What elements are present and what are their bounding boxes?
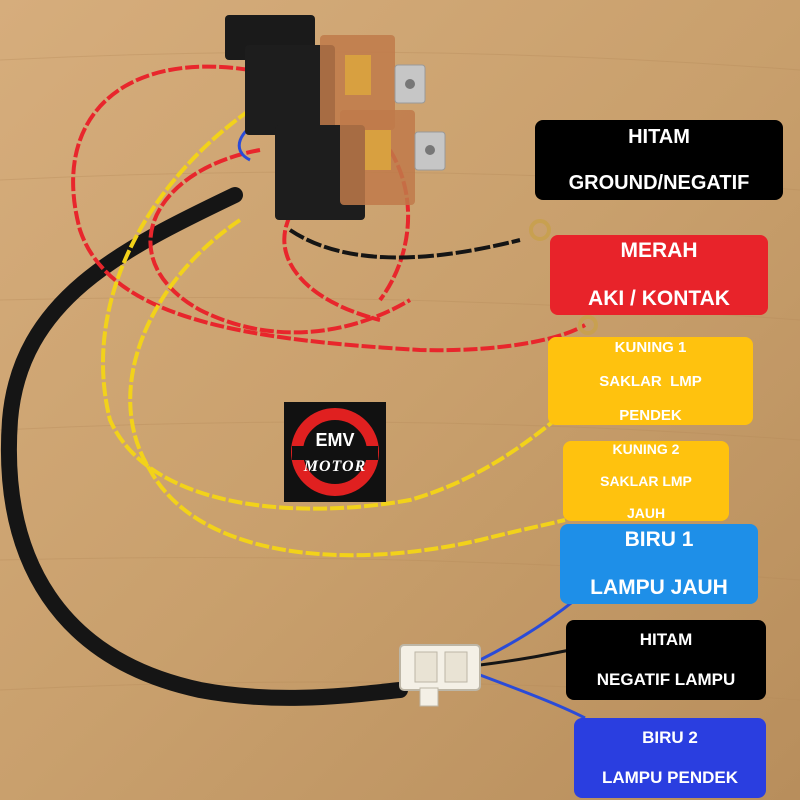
relay-top — [225, 15, 426, 135]
label-kuning-1-line3: PENDEK — [619, 406, 682, 424]
label-kuning-2: KUNING 2 SAKLAR LMP JAUH — [563, 441, 729, 521]
logo-text-emv: EMV — [315, 430, 355, 450]
logo-text-motor: MOTOR — [303, 458, 367, 475]
label-biru-1-line1: BIRU 1 — [624, 528, 694, 551]
label-biru-2: BIRU 2 LAMPU PENDEK — [574, 718, 766, 798]
label-merah-aki-line2: AKI / KONTAK — [588, 287, 730, 310]
label-hitam-ground-line2: GROUND/NEGATIF — [568, 171, 750, 194]
harness-sleeve — [1, 187, 408, 706]
label-kuning-2-line3: JAUH — [626, 505, 666, 521]
yellow-wires — [101, 108, 566, 558]
label-biru-2-line1: BIRU 2 — [642, 728, 698, 747]
black-wire-ground — [288, 228, 521, 260]
label-hitam-ground: HITAM GROUND/NEGATIF — [535, 120, 783, 200]
label-kuning-2-line1: KUNING 2 — [612, 441, 680, 457]
label-kuning-1-line1: KUNING 1 — [614, 338, 687, 356]
logo-ring — [291, 408, 379, 496]
label-hitam-negatif-line1: HITAM — [639, 630, 693, 649]
label-kuning-1: KUNING 1 SAKLAR LMP PENDEK — [548, 337, 753, 425]
label-kuning-2-line2: SAKLAR LMP — [600, 473, 692, 489]
label-hitam-negatif: HITAM NEGATIF LAMPU — [566, 620, 766, 700]
label-hitam-ground-line1: HITAM — [628, 125, 690, 148]
connector-plug — [399, 644, 481, 707]
label-biru-1: BIRU 1 LAMPU JAUH — [560, 524, 758, 604]
ring-terminal-red — [578, 315, 598, 335]
label-hitam-negatif-line2: NEGATIF LAMPU — [596, 670, 736, 689]
label-merah-aki-line1: MERAH — [620, 239, 698, 262]
label-biru-2-line2: LAMPU PENDEK — [601, 768, 738, 787]
label-kuning-1-line2: SAKLAR LMP — [599, 372, 702, 390]
label-merah-aki: MERAH AKI / KONTAK — [550, 235, 768, 315]
emv-motor-logo: EMV MOTOR — [284, 402, 386, 502]
relay-bottom — [275, 110, 446, 220]
label-biru-1-line2: LAMPU JAUH — [590, 576, 728, 599]
output-wires — [237, 118, 586, 720]
ring-terminal-ground — [529, 219, 551, 241]
